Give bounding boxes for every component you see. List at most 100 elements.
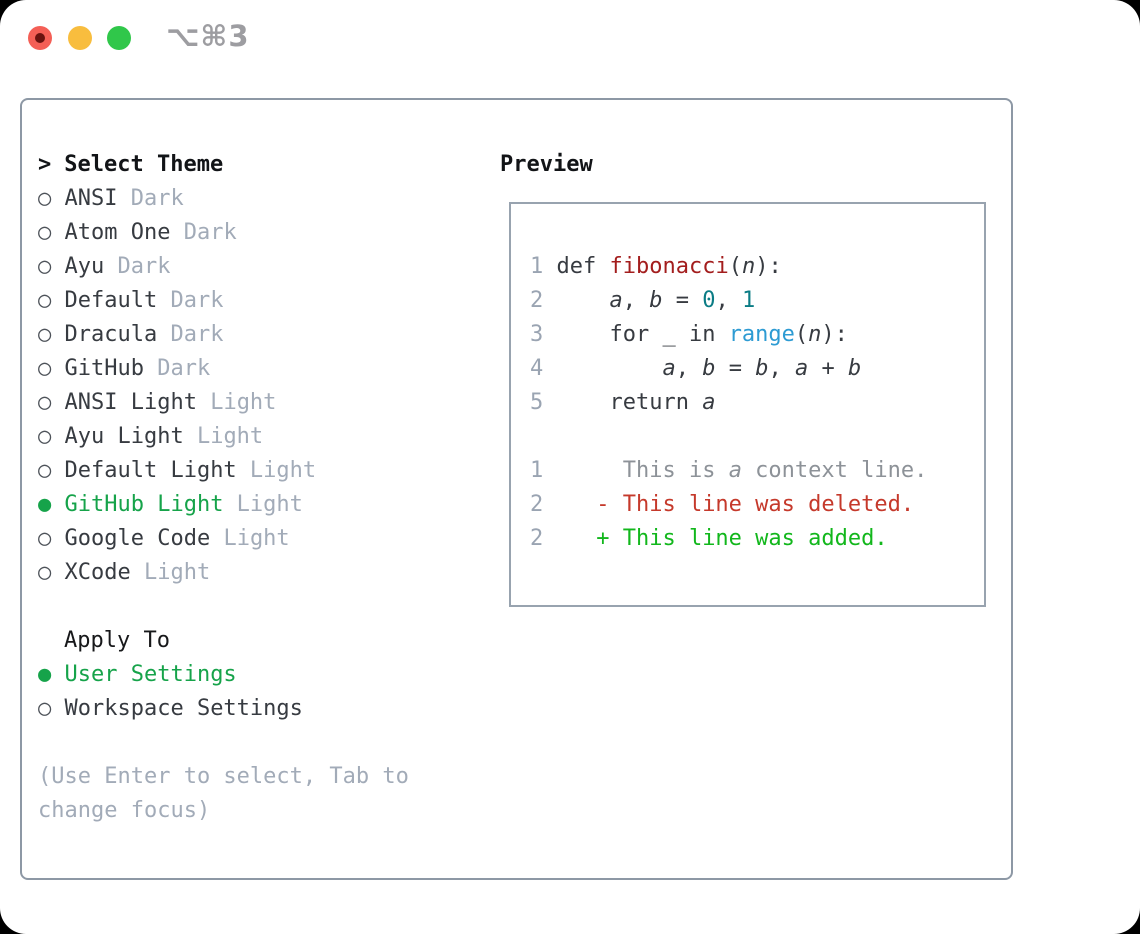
line-number — [530, 424, 543, 449]
theme-option-ayu[interactable]: ○ Ayu Dark — [38, 250, 468, 284]
theme-variant-label: Light — [130, 560, 211, 585]
preview-title: Preview — [500, 152, 593, 177]
line-number: 2 — [530, 526, 544, 551]
theme-option-default-light[interactable]: ○ Default Light Light — [38, 454, 468, 488]
line-number: 1 — [530, 458, 544, 483]
code-segment: = — [662, 288, 703, 313]
code-segment: b — [847, 356, 862, 381]
theme-option-ansi-light[interactable]: ○ ANSI Light Light — [38, 386, 468, 420]
radio-unselected-icon: ○ — [38, 696, 52, 721]
select-theme-title: Select Theme — [64, 152, 224, 177]
code-segment: ( — [728, 254, 742, 279]
line-number: 4 — [530, 356, 544, 381]
theme-name-label: Ayu Light — [51, 424, 184, 449]
code-segment: fibonacci — [609, 254, 729, 279]
code-segment: + — [808, 356, 848, 381]
theme-variant-label: Dark — [117, 186, 184, 211]
code-line: 1 def fibonacci(n): — [530, 250, 984, 284]
theme-option-default[interactable]: ○ Default Dark — [38, 284, 468, 318]
prompt-icon: > — [38, 152, 52, 177]
window-shortcut-label: ⌥⌘3 — [166, 19, 250, 53]
theme-option-ansi[interactable]: ○ ANSI Dark — [38, 182, 468, 216]
apply-option-workspace-settings[interactable]: ○ Workspace Settings — [38, 692, 468, 726]
code-segment: a — [609, 288, 623, 313]
code-line: 1 This is a context line. — [530, 454, 984, 488]
theme-list: ○ ANSI Dark○ Atom One Dark○ Ayu Dark○ De… — [38, 182, 468, 590]
code-segment: This is — [543, 458, 729, 483]
theme-option-github-light[interactable]: ● GitHub Light Light — [38, 488, 468, 522]
theme-option-dracula[interactable]: ○ Dracula Dark — [38, 318, 468, 352]
radio-selected-icon: ● — [38, 662, 52, 687]
radio-unselected-icon: ○ — [38, 254, 52, 279]
code-line — [530, 420, 984, 454]
theme-variant-label: Light — [223, 492, 303, 517]
code-segment: 1 — [741, 288, 756, 313]
code-segment: def — [543, 254, 610, 279]
code-segment: ( — [794, 322, 809, 347]
code-segment: for _ in — [543, 322, 729, 347]
code-segment: ): — [755, 254, 782, 279]
radio-unselected-icon: ○ — [38, 424, 52, 449]
theme-variant-label: Dark — [157, 288, 224, 313]
keyboard-hint-text: (Use Enter to select, Tab to change focu… — [38, 764, 409, 823]
apply-option-user-settings[interactable]: ● User Settings — [38, 658, 468, 692]
theme-option-xcode[interactable]: ○ XCode Light — [38, 556, 468, 590]
theme-name-label: Default — [51, 288, 158, 313]
theme-variant-label: Light — [196, 390, 277, 415]
code-line: 4 a, b = b, a + b — [530, 352, 984, 386]
code-segment: - This line was deleted. — [543, 492, 915, 517]
theme-option-atom-one[interactable]: ○ Atom One Dark — [38, 216, 468, 250]
code-segment: b — [755, 356, 769, 381]
code-line: 2 - This line was deleted. — [530, 488, 984, 522]
line-number: 5 — [530, 390, 544, 415]
selector-column: > Select Theme ○ ANSI Dark○ Atom One Dar… — [38, 148, 468, 828]
theme-name-label: Google Code — [51, 526, 211, 551]
radio-unselected-icon: ○ — [38, 322, 52, 347]
radio-unselected-icon: ○ — [38, 390, 52, 415]
code-line: 2 + This line was added. — [530, 522, 984, 556]
code-segment: range — [728, 322, 795, 347]
theme-name-label: Default Light — [51, 458, 237, 483]
code-segment: a — [662, 356, 676, 381]
radio-unselected-icon: ○ — [38, 356, 52, 381]
code-segment: n — [741, 254, 756, 279]
theme-name-label: ANSI Light — [51, 390, 197, 415]
theme-option-ayu-light[interactable]: ○ Ayu Light Light — [38, 420, 468, 454]
line-number: 2 — [530, 492, 544, 517]
code-segment: a — [728, 458, 742, 483]
theme-variant-label: Light — [236, 458, 317, 483]
code-segment — [543, 356, 662, 381]
radio-unselected-icon: ○ — [38, 526, 52, 551]
theme-selector-panel: > Select Theme ○ ANSI Dark○ Atom One Dar… — [20, 98, 1013, 880]
close-button[interactable] — [28, 26, 52, 50]
radio-selected-icon: ● — [38, 492, 52, 517]
zoom-button[interactable] — [107, 26, 131, 50]
select-theme-header: > Select Theme — [38, 148, 468, 182]
theme-variant-label: Light — [210, 526, 290, 551]
theme-name-label: GitHub Light — [51, 492, 224, 517]
apply-to-title: Apply To — [64, 628, 170, 653]
code-segment: return — [543, 390, 703, 415]
line-number: 2 — [530, 288, 544, 313]
theme-option-google-code[interactable]: ○ Google Code Light — [38, 522, 468, 556]
theme-variant-label: Dark — [104, 254, 171, 279]
theme-variant-label: Dark — [157, 322, 224, 347]
code-segment: b — [649, 288, 663, 313]
theme-name-label: ANSI — [51, 186, 118, 211]
theme-name-label: Dracula — [51, 322, 158, 347]
theme-name-label: GitHub — [51, 356, 144, 381]
code-line: 5 return a — [530, 386, 984, 420]
code-segment: ): — [821, 322, 848, 347]
code-segment: , — [622, 288, 650, 313]
code-line: 3 for _ in range(n): — [530, 318, 984, 352]
code-segment: context line. — [741, 458, 928, 483]
theme-option-github[interactable]: ○ GitHub Dark — [38, 352, 468, 386]
code-line: 2 a, b = 0, 1 — [530, 284, 984, 318]
code-segment: a — [794, 356, 809, 381]
radio-unselected-icon: ○ — [38, 458, 52, 483]
apply-option-label: User Settings — [51, 662, 237, 687]
minimize-button[interactable] — [68, 26, 92, 50]
radio-unselected-icon: ○ — [38, 288, 52, 313]
